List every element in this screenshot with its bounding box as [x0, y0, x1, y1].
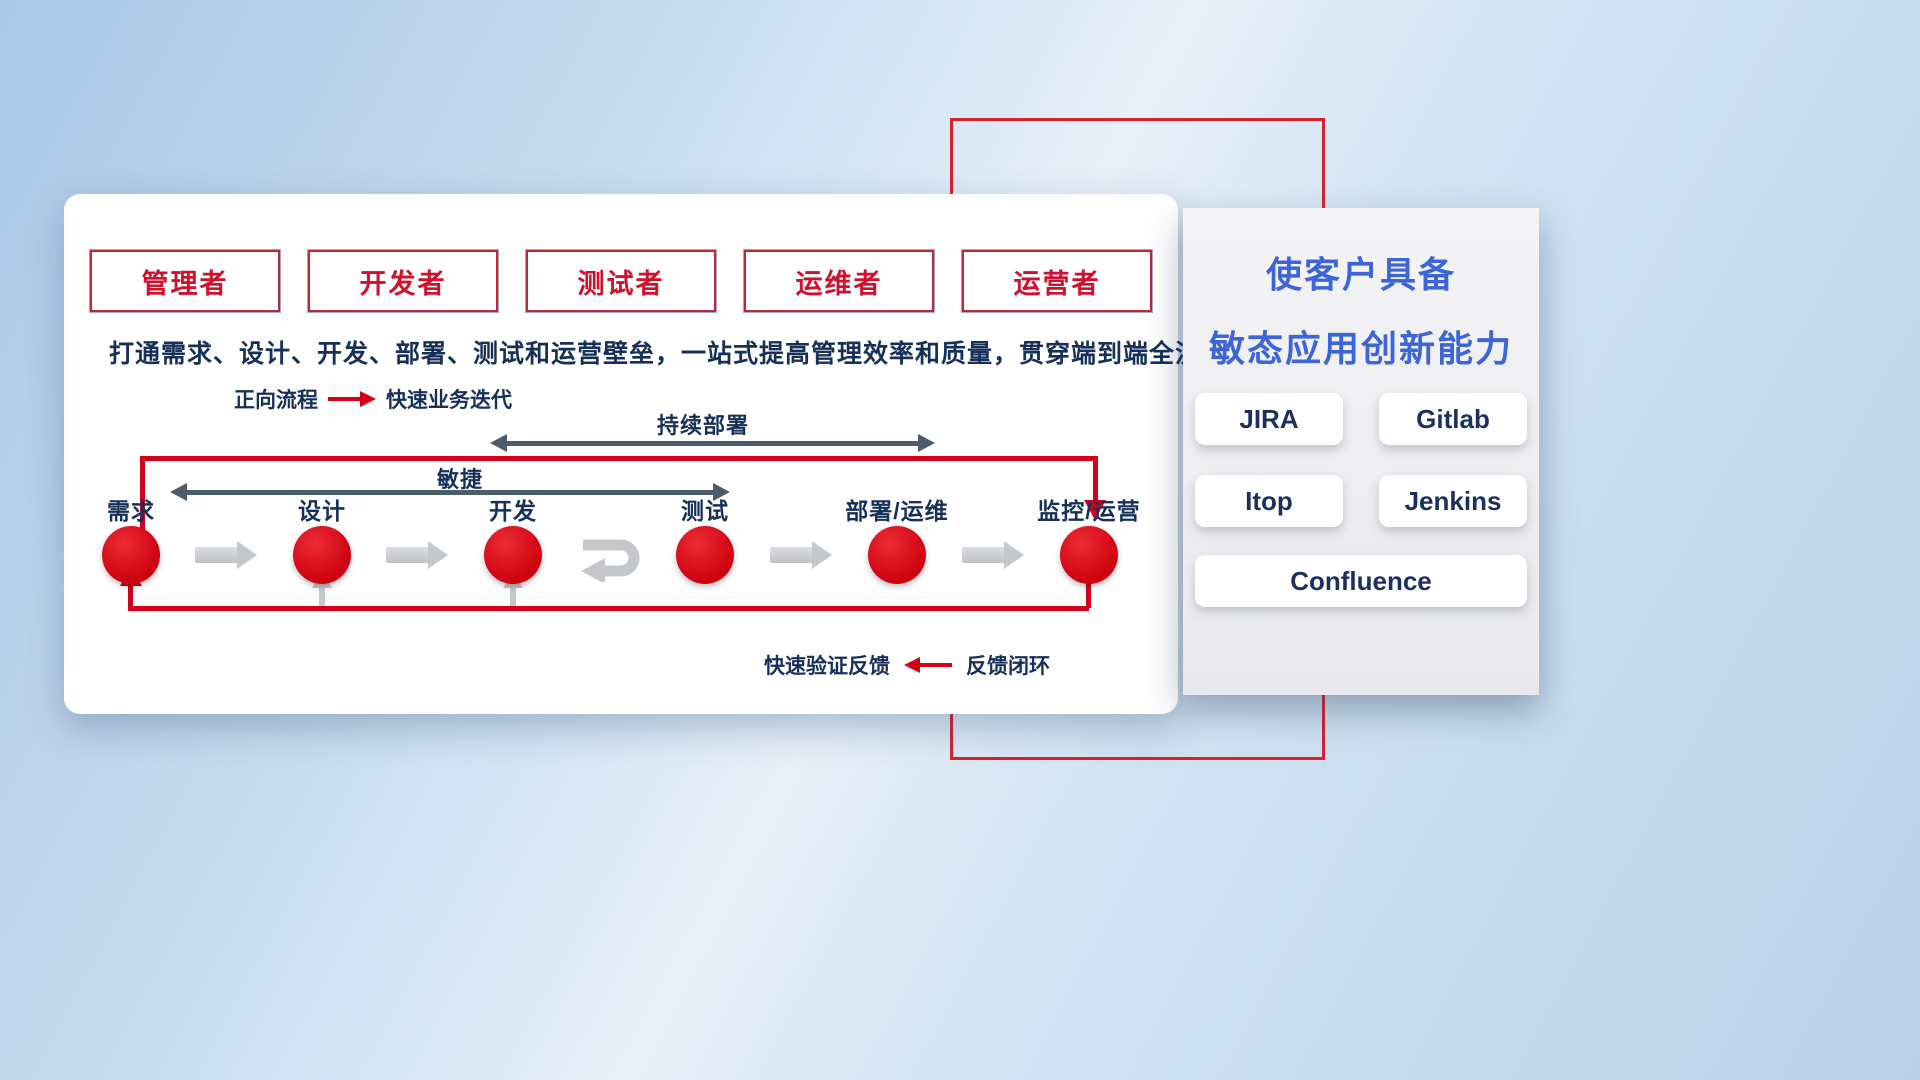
stage-label-requirements: 需求	[107, 498, 155, 524]
role-label: 运营者	[1013, 268, 1101, 299]
loop-right-drop-line	[1093, 456, 1098, 502]
stage-label-deploy-ops: 部署/运维	[845, 498, 949, 524]
tool-confluence: Confluence	[1195, 555, 1527, 607]
capability-panel: 使客户具备 敏态应用创新能力 JIRA Gitlab Itop Jenkins …	[1183, 208, 1539, 695]
feedback-arrow-icon	[904, 657, 952, 673]
stage-label-testing: 测试	[681, 498, 729, 524]
role-box-operator: 运营者	[962, 250, 1152, 312]
role-label: 管理者	[141, 268, 229, 299]
loop-left-rise-line	[128, 586, 133, 608]
flow-arrow-icon	[386, 541, 448, 569]
stage-label-design: 设计	[298, 498, 346, 524]
stage-node-deploy-ops	[868, 526, 926, 584]
stage-label-monitor-op: 监控/运营	[1037, 498, 1141, 524]
feedback-stem-dev	[510, 588, 516, 606]
role-label: 运维者	[795, 268, 883, 299]
role-box-manager: 管理者	[90, 250, 280, 312]
agile-arrow-icon	[170, 483, 730, 501]
panel-title-line2: 敏态应用创新能力	[1208, 328, 1513, 369]
flow-arrow-icon	[770, 541, 832, 569]
loop-bottom-line	[128, 606, 1089, 611]
flow-arrow-icon	[962, 541, 1024, 569]
role-label: 测试者	[577, 268, 665, 299]
feedback-text: 反馈闭环	[966, 655, 1050, 678]
stage-node-development	[484, 526, 542, 584]
stage-node-design	[293, 526, 351, 584]
agile-label: 敏捷	[436, 467, 483, 492]
continuous-deploy-label: 持续部署	[656, 413, 749, 438]
flow-arrow-icon	[195, 541, 257, 569]
stage-label-development: 开发	[489, 498, 537, 524]
loop-top-line	[140, 456, 1098, 461]
stage-node-testing	[676, 526, 734, 584]
process-description: 打通需求、设计、开发、部署、测试和运营壁垒，一站式提高管理效率和质量，贯穿端到端…	[109, 340, 1228, 368]
feedback-label: 快速验证反馈	[764, 655, 890, 678]
role-box-ops: 运维者	[744, 250, 934, 312]
tool-jenkins: Jenkins	[1379, 475, 1527, 527]
tool-jira: JIRA	[1195, 393, 1343, 445]
feedback-legend: 快速验证反馈 反馈闭环	[764, 652, 1050, 678]
feedback-stem-design	[319, 588, 325, 606]
forward-flow-legend: 正向流程 快速业务迭代	[234, 386, 512, 412]
forward-flow-label: 正向流程	[234, 389, 318, 412]
role-label: 开发者	[359, 268, 447, 299]
forward-arrow-icon	[328, 391, 376, 407]
loop-down-arrowhead-icon	[1084, 500, 1106, 520]
tool-itop: Itop	[1195, 475, 1343, 527]
stage-node-monitor-op	[1060, 526, 1118, 584]
stage-node-requirements	[102, 526, 160, 584]
role-box-developer: 开发者	[308, 250, 498, 312]
loop-right-rise-line	[1086, 580, 1091, 608]
tool-gitlab: Gitlab	[1379, 393, 1527, 445]
role-row: 管理者 开发者 测试者 运维者 运营者	[90, 250, 1152, 312]
loop-left-line	[140, 456, 145, 551]
devops-process-card: 管理者 开发者 测试者 运维者 运营者 打通需求、设计、开发、部署、测试和运营壁…	[64, 194, 1228, 714]
continuous-deploy-arrow-icon	[490, 434, 935, 452]
iteration-loop-icon	[569, 530, 649, 587]
role-box-tester: 测试者	[526, 250, 716, 312]
forward-flow-text: 快速业务迭代	[386, 389, 512, 412]
panel-title-line1: 使客户具备	[1265, 254, 1456, 295]
